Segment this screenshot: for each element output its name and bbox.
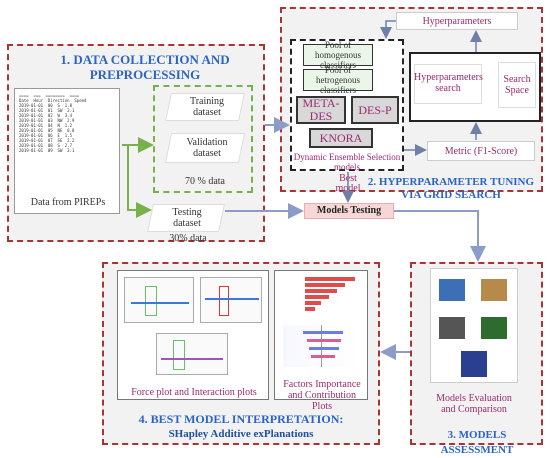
contribution-axis [321, 325, 322, 367]
force-plot-caption: Force plot and Interaction plots [131, 387, 257, 398]
testing-label: Testing dataset [172, 207, 202, 229]
pireps-data-label: Data from PIREPs [30, 197, 106, 208]
des-caption: Dynamic Ensemble Selection models [293, 152, 401, 172]
importance-bar-4 [305, 295, 329, 299]
force-plot-1 [124, 277, 194, 323]
force-plot-2-bar [219, 286, 229, 316]
force-plot-3-bar [173, 340, 185, 370]
models-testing-box [304, 203, 394, 219]
interpretation-title-2: SHapley Additive exPlanations [168, 428, 314, 440]
knora-box: KNORA [309, 128, 373, 148]
importance-bar-2 [305, 283, 345, 287]
models-testing-label: Models Testing [316, 205, 382, 216]
pireps-data-image: ==== === ======== ==== Date Hour Directi… [14, 88, 120, 214]
validation-label: Validation dataset [186, 137, 228, 159]
contribution-chart [283, 325, 359, 367]
pct70-label: 70 % data [185, 176, 225, 187]
cm-3 [439, 317, 465, 339]
meta-des-box: META-DES [296, 96, 346, 124]
cm-2 [481, 279, 507, 301]
hyperparameters-label: Hyperparameters [422, 16, 492, 27]
hyperparameters-box [396, 12, 518, 30]
metric-box [427, 141, 535, 161]
importance-bar-1 [305, 277, 355, 281]
contribution-band-4 [311, 355, 335, 358]
cm-1 [439, 279, 465, 301]
interpretation-title-1: 4. BEST MODEL INTERPRETATION: [138, 412, 344, 426]
pireps-data-text: ==== === ======== ==== Date Hour Directi… [19, 93, 87, 153]
train-validation-group [153, 85, 253, 193]
data-collection-title: 1. DATA COLLECTION AND PREPROCESSING [60, 52, 230, 82]
cm-4 [481, 317, 507, 339]
contribution-band-3 [309, 347, 339, 350]
search-space-label: Search Space [503, 74, 531, 96]
pool-homogenous: Pool of homogenous classifiers [303, 40, 373, 70]
pool-hetrogenous: Pool of hetrogenous classifiers [303, 65, 373, 95]
hp-search-label: Hyperparameters search [414, 72, 483, 94]
importance-bar-5 [305, 301, 321, 305]
force-plot-2 [200, 277, 262, 323]
force-plot-2-line [205, 298, 259, 300]
contribution-band-2 [307, 339, 341, 342]
metric-label: Metric (F1-Score) [444, 146, 518, 157]
arrow-models-testing-to-assessment [394, 210, 486, 262]
force-plot-1-bar [145, 286, 157, 316]
training-label: Training dataset [189, 96, 225, 118]
confusion-matrices-image [430, 268, 518, 383]
force-plot-1-line [131, 302, 189, 304]
factors-caption: Factors Importance and Contribution Plot… [283, 379, 361, 412]
force-plots-box: Force plot and Interaction plots [117, 270, 269, 400]
importance-chart [283, 275, 359, 319]
models-assessment-title: 3. MODELS ASSESSMENT [440, 429, 514, 456]
search-space-card [498, 62, 536, 108]
cm-5 [461, 351, 487, 377]
contribution-band-1 [303, 331, 343, 334]
factors-box: Factors Importance and Contribution Plot… [274, 270, 368, 412]
hp-search-card [414, 64, 482, 104]
des-p-box: DES-P [351, 96, 399, 124]
models-evaluation-caption: Models Evaluation and Comparison [436, 393, 512, 415]
importance-bar-3 [305, 289, 337, 293]
best-model-label: Best model [335, 173, 361, 194]
hyperparameter-title: 2. HYPERPARAMETER TUNING VIA GRID SEARCH [367, 176, 535, 201]
pct30-label: 30% data [169, 233, 207, 244]
force-plot-3 [156, 333, 228, 375]
force-plot-3-line [161, 358, 223, 360]
importance-bar-6 [305, 307, 315, 311]
